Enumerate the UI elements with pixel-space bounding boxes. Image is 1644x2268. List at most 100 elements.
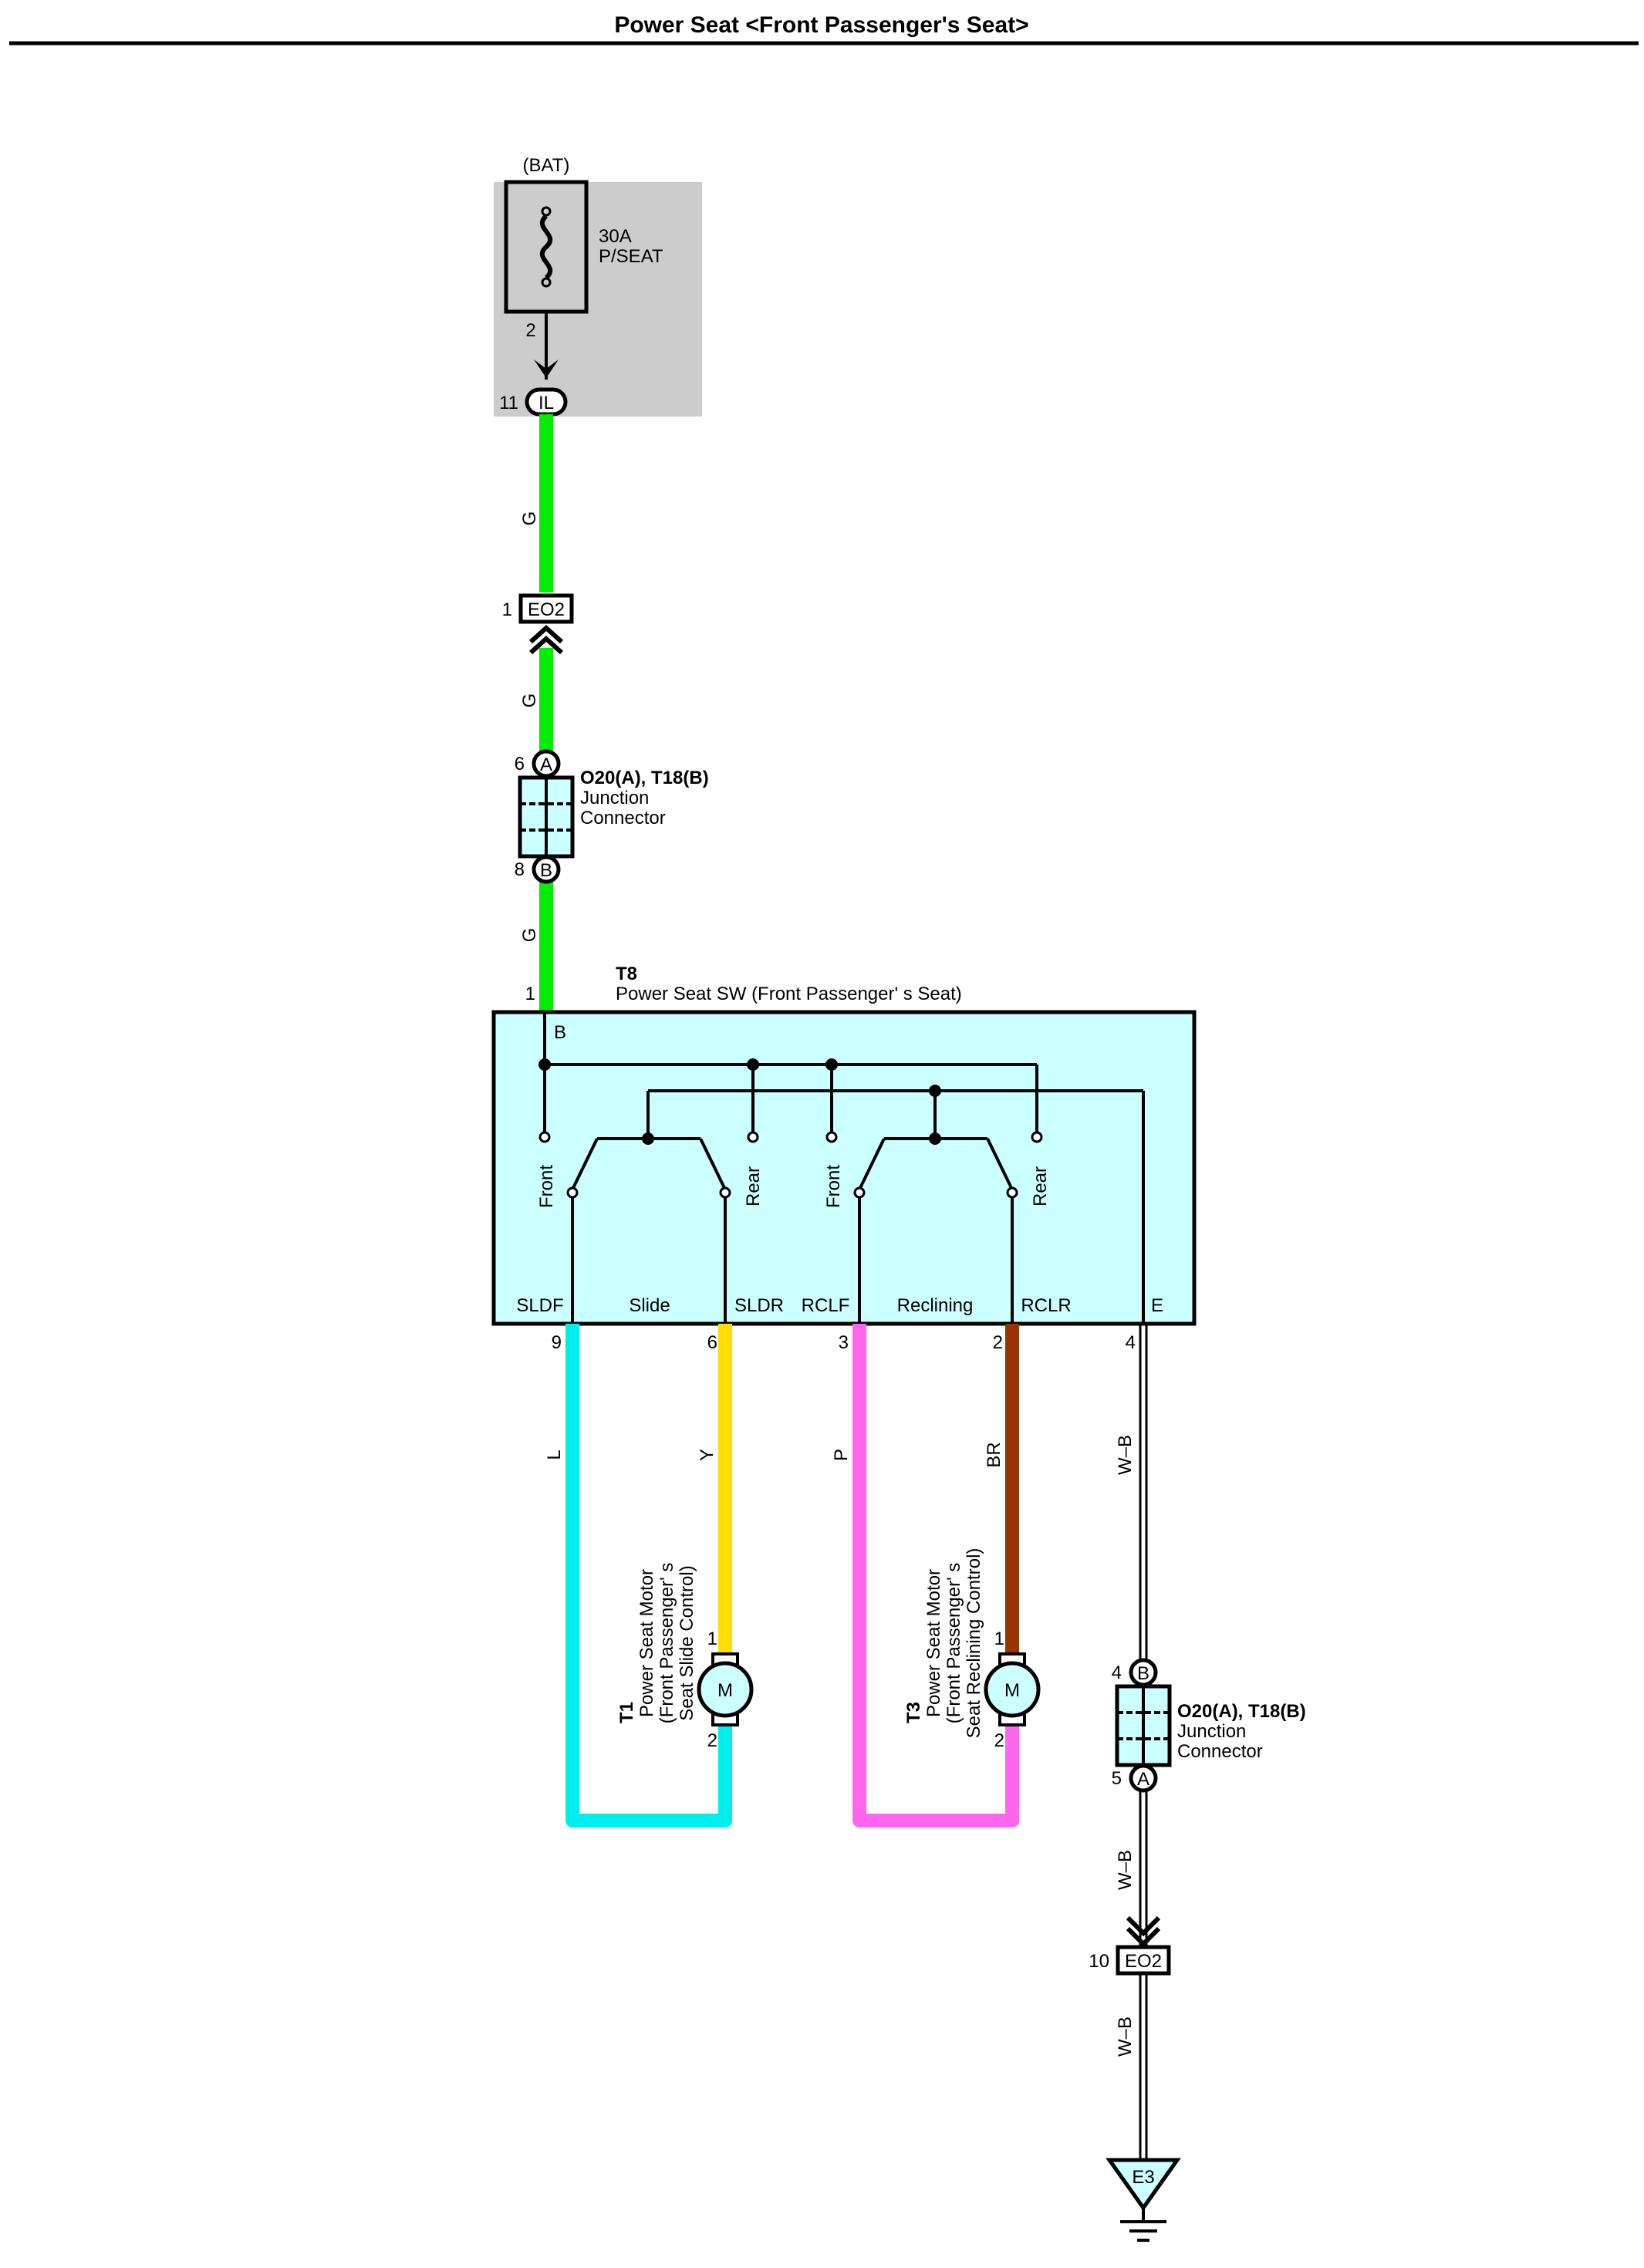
junction-top: A 6 B 8 O20(A), T18(B) Junction Connecto… — [515, 749, 709, 884]
junction-bottom-letter-a: A — [1137, 1769, 1149, 1790]
wire-br-label: BR — [984, 1442, 1004, 1467]
junction-top-pin-b-num: 8 — [515, 859, 525, 880]
motor-recline-pin2: 2 — [994, 1730, 1004, 1751]
pin-4: 4 — [1126, 1332, 1136, 1353]
pin-2: 2 — [993, 1332, 1003, 1353]
wire-wb-label-1: W–B — [1115, 1435, 1136, 1475]
junction-top-letter-a: A — [540, 754, 552, 775]
junction-top-pin-a-num: 6 — [515, 754, 525, 775]
motor-slide-pin2: 2 — [707, 1730, 717, 1751]
recline-blade-rear — [986, 1138, 1014, 1190]
node-b2 — [747, 1058, 759, 1071]
junction-top-letter-b: B — [540, 860, 552, 881]
junction-top-desc2: Connector — [580, 808, 666, 829]
wire-g-label-3: G — [519, 928, 540, 943]
junction-top-desc1: Junction — [580, 788, 649, 808]
eo2-top-box — [518, 593, 574, 624]
node-b1 — [538, 1058, 551, 1071]
pin-9: 9 — [552, 1332, 562, 1353]
arrow-down-icon — [534, 359, 559, 378]
switch-pin-b: 1 — [525, 984, 535, 1004]
switch-id: T8 — [616, 964, 637, 984]
recline-contact-front — [825, 1131, 838, 1143]
eo2-bottom-pin: 10 — [1089, 1951, 1109, 1972]
junction-bottom-desc1: Junction — [1177, 1721, 1246, 1742]
term-reclining: Reclining — [897, 1295, 974, 1316]
junction-bottom-desc2: Connector — [1177, 1741, 1263, 1762]
recline-front-label: Front — [823, 1165, 844, 1208]
node-b3 — [825, 1058, 838, 1071]
recline-motor-circuit: P BR M 1 2 T3 Power Seat Motor (Front Pa… — [831, 1324, 1041, 1828]
recline-pivot-rear — [1006, 1186, 1018, 1199]
slide-rear-label: Rear — [743, 1166, 764, 1207]
slide-pivot-rear — [719, 1186, 731, 1199]
term-rclf: RCLF — [802, 1295, 850, 1316]
node-e1 — [929, 1085, 941, 1097]
motor-slide-line2: (Front Passenger' s — [657, 1563, 677, 1724]
wire-p-label: P — [831, 1449, 852, 1461]
slide-pivot-front — [566, 1186, 579, 1199]
fuse-terminal-top — [541, 206, 552, 217]
chevron-up-icon — [528, 624, 564, 655]
bat-label: (BAT) — [523, 155, 570, 176]
slide-blade-rear — [699, 1138, 727, 1190]
switch-body — [491, 1010, 1197, 1326]
motor-slide-line1: Power Seat Motor — [636, 1569, 657, 1717]
wire-y-label: Y — [697, 1449, 717, 1461]
term-rclr: RCLR — [1021, 1295, 1071, 1316]
motor-recline-pin1: 1 — [994, 1628, 1004, 1649]
switch-name: Power Seat SW (Front Passenger' s Seat) — [616, 984, 962, 1004]
wire-g-label-1: G — [519, 511, 540, 526]
wire-g-label-2: G — [519, 694, 540, 708]
fuse-out-pin: 2 — [525, 320, 535, 341]
motor-recline-id: T3 — [903, 1702, 924, 1723]
motor-recline-symbol: M — [1004, 1680, 1020, 1701]
slide-motor-circuit: L Y M 1 2 T1 Power Seat Motor (Front Pas… — [544, 1324, 754, 1828]
term-sldf: SLDF — [516, 1295, 563, 1316]
motor-slide — [697, 1661, 754, 1718]
wire-wb-label-2: W–B — [1115, 1850, 1136, 1890]
junction-bottom-pin-b-num: 4 — [1112, 1662, 1122, 1683]
recline-rear-label: Rear — [1030, 1166, 1051, 1207]
recline-blade-front — [858, 1138, 886, 1190]
node-recline-common — [929, 1132, 941, 1145]
motor-slide-pin1: 1 — [707, 1628, 717, 1649]
motor-recline — [984, 1661, 1041, 1718]
motor-slide-line3: Seat Slide Control) — [677, 1565, 697, 1720]
junction-bottom-id: O20(A), T18(B) — [1177, 1701, 1306, 1722]
page-title: Power Seat <Front Passenger's Seat> — [614, 12, 1028, 38]
eo2-bottom-name: EO2 — [1125, 1951, 1162, 1972]
junction-bottom-pin-a-num: 5 — [1112, 1768, 1122, 1789]
chevron-down-icon — [1126, 1915, 1161, 1948]
motor-slide-symbol: M — [717, 1680, 733, 1701]
wire-wb-label-3: W–B — [1115, 2017, 1136, 2057]
pin-3: 3 — [839, 1332, 849, 1353]
ground-circuit: W–B B 4 A 5 O20(A), T18(B) Junction Conn… — [1089, 1324, 1306, 2242]
ground-name: E3 — [1132, 2167, 1154, 2188]
junction-bottom-pin-a — [1129, 1763, 1158, 1793]
fuse-block-background — [494, 182, 702, 417]
il-connector-label: IL — [538, 393, 554, 413]
fuse-rating: 30A — [599, 226, 632, 247]
fuse-terminal-bottom — [541, 277, 552, 288]
node-slide-common — [642, 1132, 654, 1145]
junction-bottom-letter-b: B — [1137, 1663, 1149, 1684]
eo2-top-name: EO2 — [528, 599, 565, 620]
power-seat-switch: T8 Power Seat SW (Front Passenger' s Sea… — [491, 964, 1197, 1353]
motor-slide-id: T1 — [616, 1702, 637, 1723]
wire-l-label: L — [544, 1450, 565, 1460]
wire-g: G G G — [519, 414, 553, 1012]
slide-contact-rear — [747, 1131, 759, 1143]
motor-recline-line1: Power Seat Motor — [923, 1569, 944, 1717]
recline-pivot-front — [853, 1186, 866, 1199]
eo2-top-pin: 1 — [502, 599, 512, 620]
fuse-element-icon — [539, 214, 553, 280]
motor-recline-line2: (Front Passenger' s — [944, 1563, 964, 1724]
term-e: E — [1151, 1295, 1163, 1316]
ground-icon — [1106, 2158, 1181, 2212]
slide-blade-front — [571, 1138, 599, 1190]
junction-top-pin-b — [532, 855, 561, 884]
fuse-name: P/SEAT — [599, 246, 663, 267]
term-sldr: SLDR — [734, 1295, 784, 1316]
